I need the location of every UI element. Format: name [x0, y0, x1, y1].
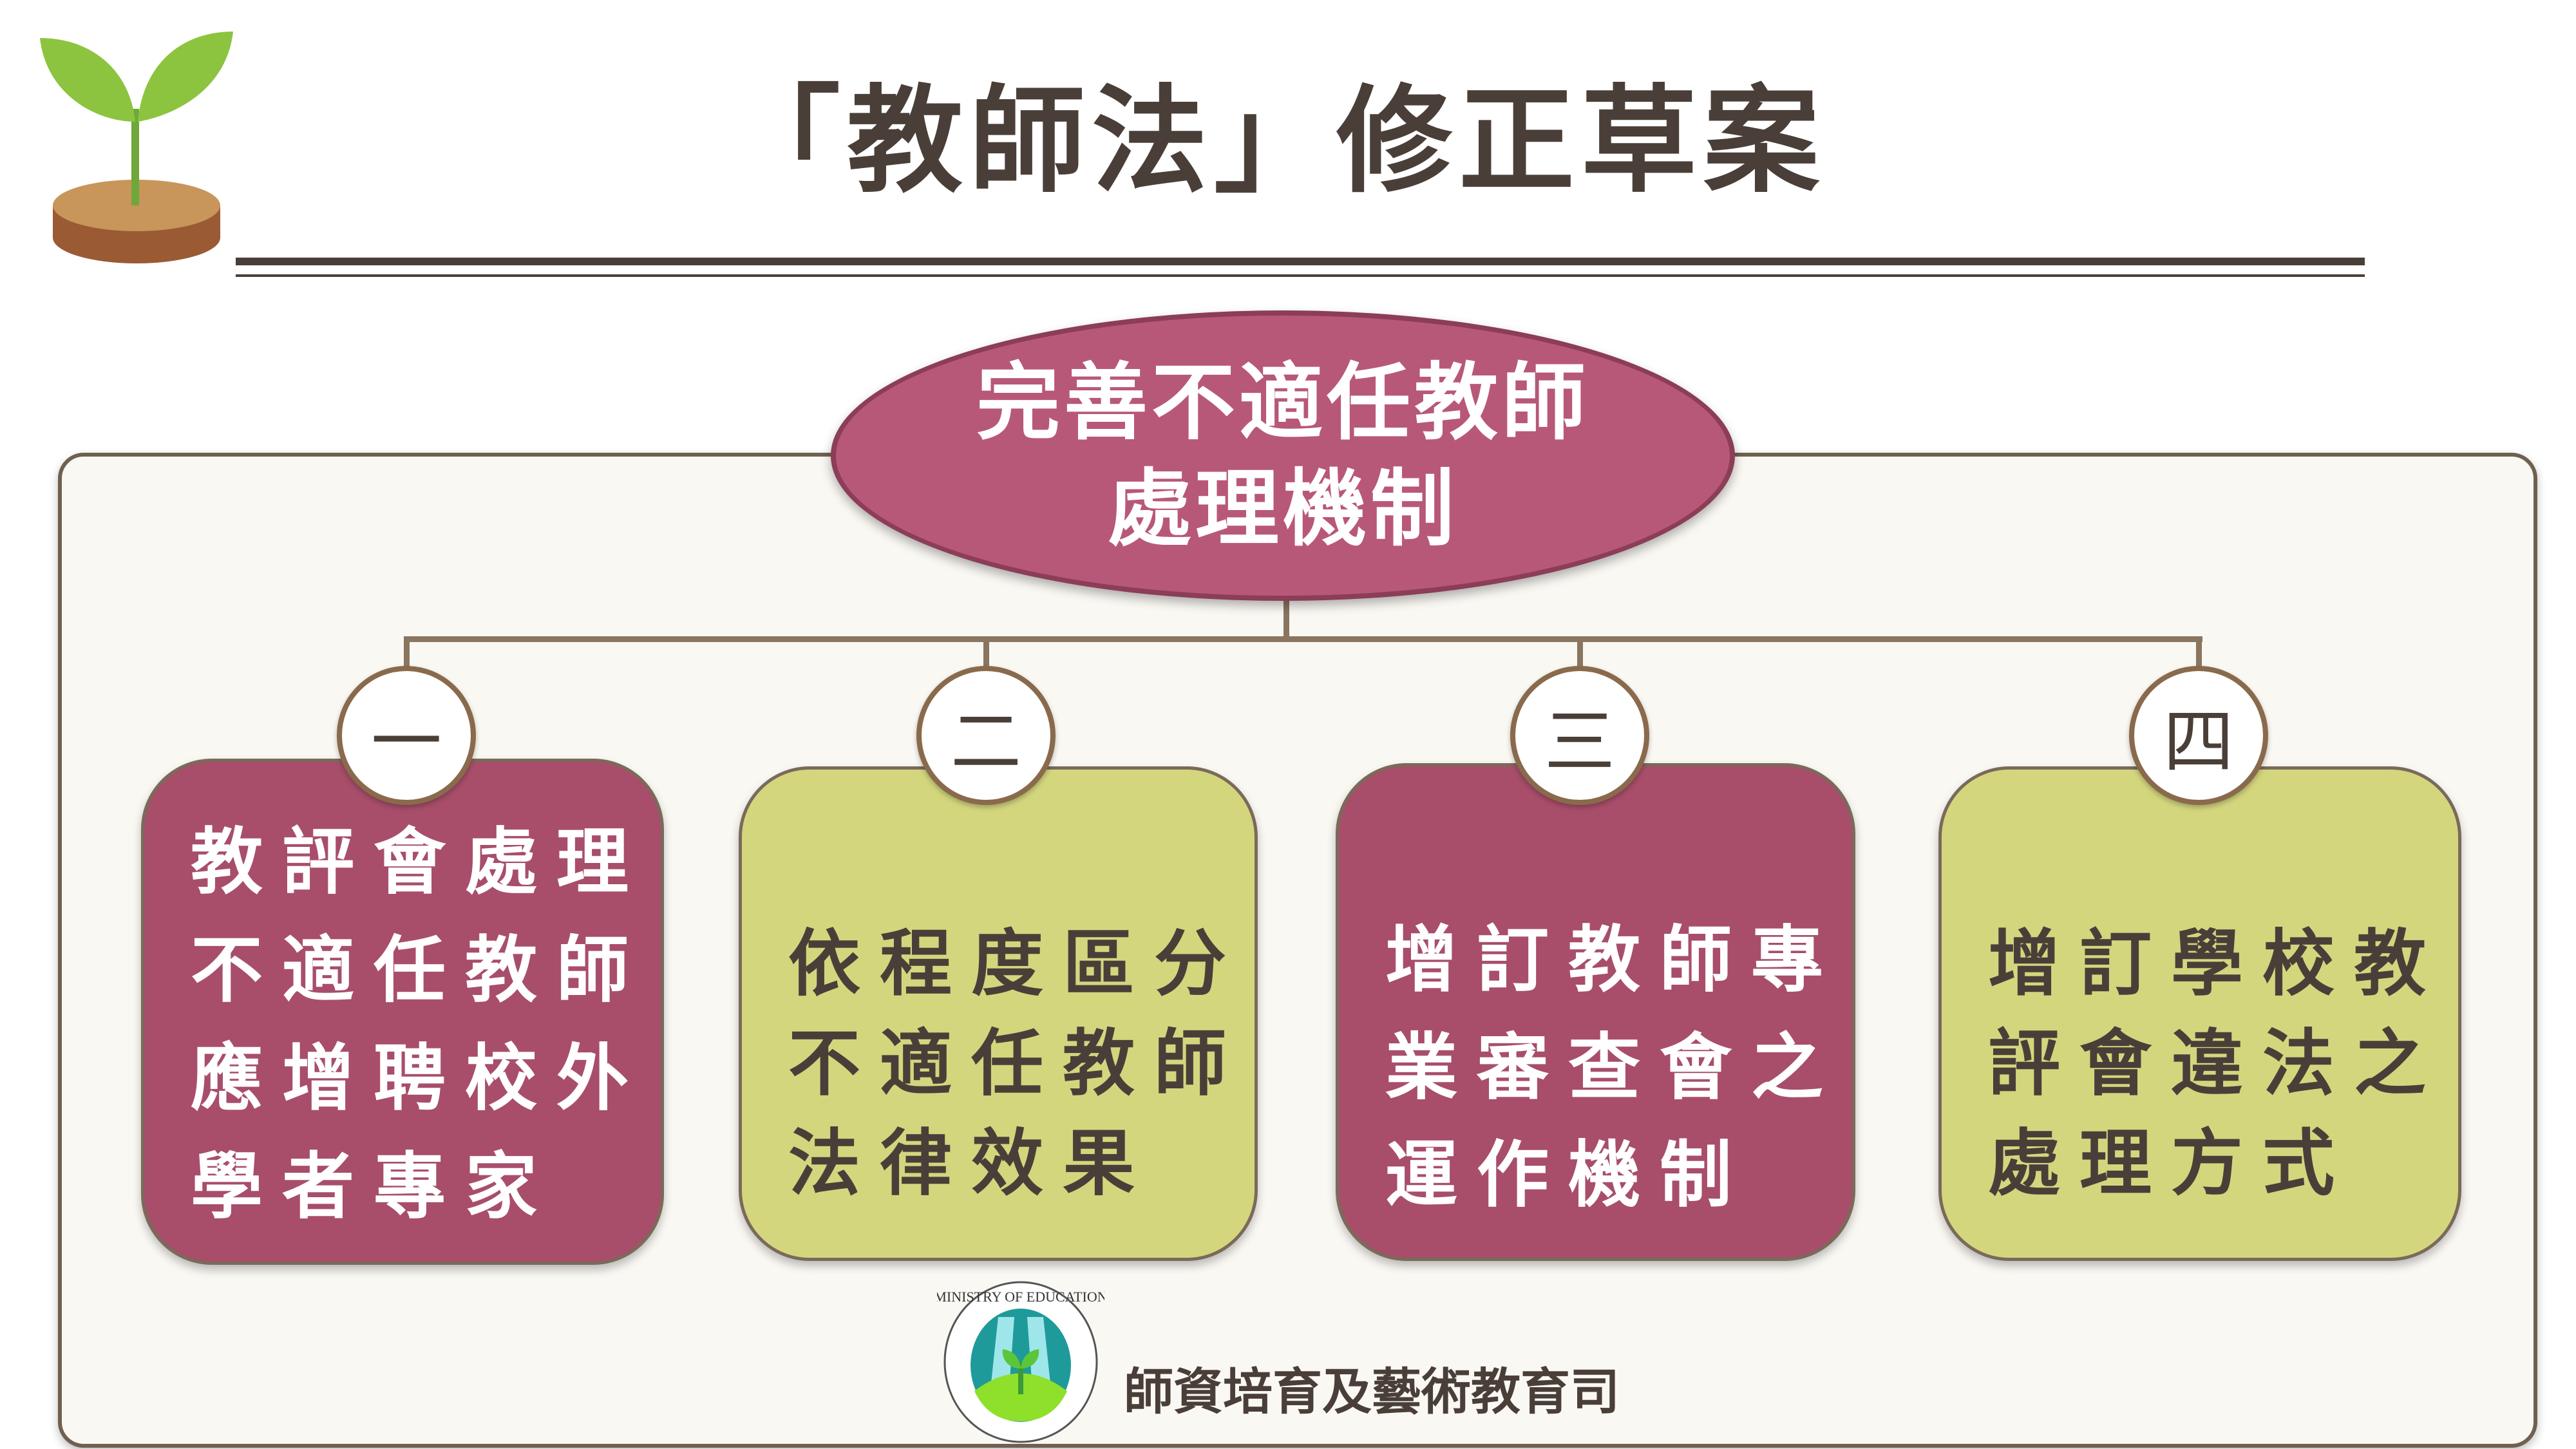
- item-1-line: 應增聘校外: [191, 1037, 648, 1121]
- item-4-line: 評會違法之: [1988, 1022, 2445, 1106]
- ministry-of-education-logo: MINISTRY OF EDUCATION: [937, 1281, 1104, 1443]
- item-number-1: 一: [337, 666, 476, 805]
- svg-text:MINISTRY OF EDUCATION: MINISTRY OF EDUCATION: [937, 1289, 1104, 1305]
- item-3-line: 增訂教師專: [1385, 918, 1842, 1002]
- item-number-4: 四: [2129, 666, 2268, 805]
- sprout-icon: [40, 32, 233, 263]
- item-2-line: 法律效果: [788, 1122, 1154, 1206]
- connector-drop-2: [983, 636, 989, 668]
- connector-drop-1: [404, 636, 410, 668]
- item-card-4: 增訂學校教 評會違法之 處理方式: [1938, 766, 2461, 1261]
- connector-horizontal: [404, 636, 2202, 642]
- item-2-line: 依程度區分: [788, 922, 1245, 1006]
- item-card-1: 教評會處理 不適任教師 應增聘校外 學者專家: [141, 759, 664, 1265]
- item-card-3: 增訂教師專 業審查會之 運作機制: [1336, 763, 1855, 1261]
- title-divider: [236, 258, 2365, 265]
- item-4-line: 增訂學校教: [1988, 922, 2445, 1006]
- item-1-line: 不適任教師: [191, 929, 648, 1012]
- center-node-line2: 處理機制: [1107, 459, 1458, 558]
- center-node-line1: 完善不適任教師: [976, 353, 1589, 451]
- connector-drop-4: [2196, 636, 2202, 668]
- item-number-3: 三: [1510, 666, 1649, 805]
- item-card-2: 依程度區分 不適任教師 法律效果: [739, 766, 1258, 1261]
- item-number-2: 二: [916, 666, 1056, 805]
- center-node: 完善不適任教師 處理機制: [831, 310, 1735, 601]
- item-2-line: 不適任教師: [788, 1022, 1245, 1106]
- item-3-line: 運作機制: [1385, 1133, 1751, 1217]
- item-1-line: 教評會處理: [191, 820, 648, 904]
- item-1-line: 學者專家: [191, 1145, 556, 1229]
- page-title: 「教師法」修正草案: [724, 74, 1826, 209]
- item-3-line: 業審查會之: [1385, 1026, 1842, 1110]
- department-name: 師資培育及藝術教育司: [1124, 1364, 1620, 1421]
- connector-vertical-main: [1283, 599, 1289, 641]
- title-divider-thin: [236, 274, 2365, 277]
- connector-drop-3: [1577, 636, 1583, 668]
- item-4-line: 處理方式: [1988, 1122, 2354, 1206]
